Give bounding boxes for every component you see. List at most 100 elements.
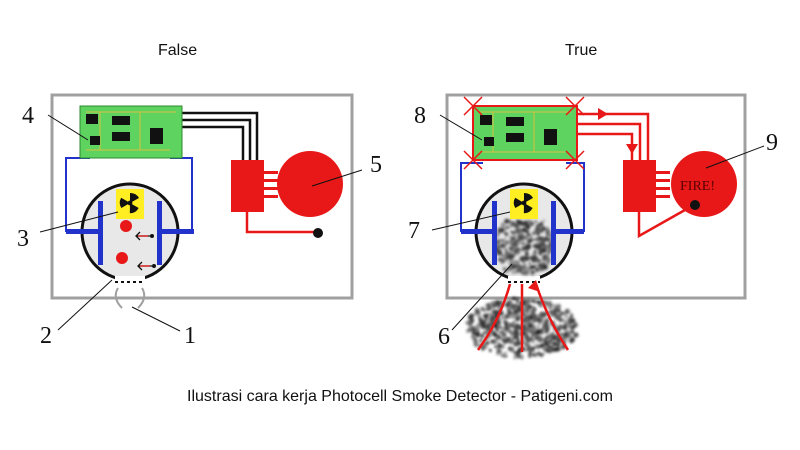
figure-caption: Ilustrasi cara kerja Photocell Smoke Det… [187,388,613,405]
smoke-particle [557,314,562,319]
smoke-particle [540,266,545,271]
smoke-particle [484,340,489,345]
smoke-particle [527,239,532,244]
left-horn-pin-1 [264,171,278,174]
smoke-particle [526,349,528,352]
smoke-particle [540,254,543,257]
smoke-particle [485,313,488,317]
callout-7: 7 [408,218,420,244]
smoke-particle [507,329,510,333]
smoke-particle [526,271,529,274]
smoke-particle [549,335,554,340]
smoke-particle [541,256,548,262]
smoke-particle [476,314,482,319]
smoke-particle [506,339,512,344]
right-board-traces [479,111,571,153]
right-chamber-inlet [508,276,540,284]
smoke-particle [539,238,545,243]
smoke-particle [481,345,486,351]
smoke-particle [511,254,515,258]
smoke-particle [529,304,531,306]
smoke-particle [536,328,539,331]
right-horn-lead-end [690,200,700,210]
smoke-particle [522,246,527,250]
smoke-particle [528,321,531,324]
smoke-particle [501,315,505,319]
smoke-particle [503,254,506,257]
smoke-particle [532,307,537,312]
smoke-particle [519,266,524,271]
smoke-particle [497,232,500,235]
smoke-particle [516,307,522,313]
smoke-particle [560,332,565,337]
smoke-particle [496,244,502,249]
left-chip-4 [150,128,163,144]
smoke-particle [511,248,513,251]
smoke-particle [531,270,534,274]
left-horn-lead-end [313,228,323,238]
smoke-particle [504,343,507,346]
smoke-particle [510,346,513,349]
smoke-particle [494,338,498,341]
smoke-particle [537,240,540,243]
left-electrode-bar-left [66,229,100,234]
callout-4-leader [47,114,89,141]
smoke-particle [546,343,552,349]
smoke-particle [540,330,545,335]
left-chip-5 [90,136,100,145]
smoke-particle [546,349,549,353]
smoke-particle [525,243,527,246]
smoke-particle [573,336,575,339]
smoke-particle [555,316,558,320]
smoke-particle [549,313,554,317]
smoke-particle [488,348,491,350]
smoke-particle [490,339,494,343]
smoke-particle [503,269,509,274]
smoke-particle [521,258,525,263]
left-particle-1 [150,234,154,238]
left-black-wire-1 [182,111,259,160]
smoke-particle [545,230,550,236]
left-particle-2 [152,264,156,268]
smoke-particle [527,323,533,329]
smoke-particle [543,249,546,252]
smoke-particle [506,340,509,343]
smoke-particle [538,251,542,255]
smoke-particle [538,225,544,231]
smoke-particle [513,355,517,360]
smoke-particle [563,332,568,337]
smoke-particle [564,329,569,334]
smoke-particle [510,264,516,270]
smoke-particle [496,347,501,353]
smoke-particle [528,347,532,351]
left-electrode-left [98,201,103,265]
smoke-particle [537,347,540,350]
smoke-particle [552,337,555,340]
left-horn-lead [245,212,318,234]
smoke-particle [500,337,505,342]
smoke-particle [474,340,478,344]
smoke-particle [493,340,498,345]
smoke-particle [552,347,557,352]
left-horn-pin-4 [264,195,278,198]
smoke-particle [515,297,520,302]
smoke-particle [497,341,500,344]
left-inlet-line-left [114,287,123,309]
smoke-particle [493,317,495,320]
smoke-particle [550,341,554,345]
smoke-particle [515,219,520,223]
smoke-particle [534,228,539,233]
smoke-particle [533,231,537,235]
callout-9: 9 [766,130,778,156]
smoke-particle [505,303,510,307]
smoke-particle [494,345,497,348]
smoke-particle [498,258,501,261]
smoke-particle [570,325,576,330]
smoke-particle [533,315,536,318]
smoke-particle [475,336,477,339]
smoke-particle [485,345,488,349]
smoke-particle [553,304,557,308]
smoke-particle [515,252,518,256]
callout-2-leader [57,279,113,331]
right-radiation-icon [513,192,533,214]
